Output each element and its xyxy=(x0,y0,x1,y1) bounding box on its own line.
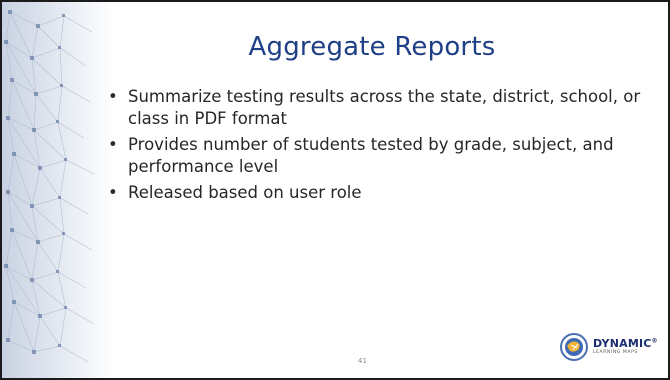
bullet-list: • Summarize testing results across the s… xyxy=(106,86,646,208)
bullet-text: Summarize testing results across the sta… xyxy=(128,87,641,128)
slide-title: Aggregate Reports xyxy=(248,32,496,62)
bullet-item: • Summarize testing results across the s… xyxy=(106,86,646,130)
bullet-dot: • xyxy=(108,135,118,154)
bullet-dot: • xyxy=(108,87,118,106)
network-graphic xyxy=(2,2,114,378)
bullet-text: Released based on user role xyxy=(128,183,362,202)
page-number: 41 xyxy=(358,357,367,365)
dynamic-learning-maps-logo: DYNAMIC® LEARNING MAPS xyxy=(559,332,658,362)
logo-wordmark: DYNAMIC® xyxy=(593,337,658,351)
dlm-globe-icon xyxy=(560,333,588,361)
bullet-item: • Released based on user role xyxy=(106,182,646,204)
bullet-item: • Provides number of students tested by … xyxy=(106,134,646,178)
bullet-text: Provides number of students tested by gr… xyxy=(128,135,614,176)
logo-subtitle: LEARNING MAPS xyxy=(593,350,638,356)
bullet-dot: • xyxy=(108,183,118,202)
